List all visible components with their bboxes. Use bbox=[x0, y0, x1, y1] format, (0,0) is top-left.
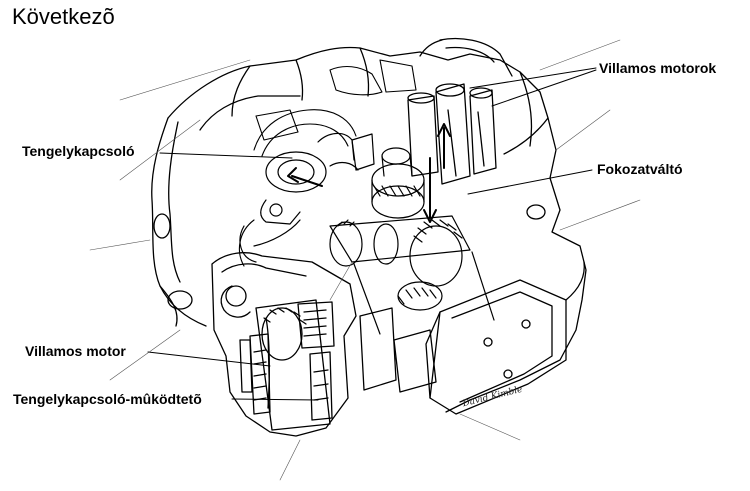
cable bbox=[238, 219, 255, 267]
label-electric-motor: Villamos motor bbox=[25, 343, 126, 359]
electric-motors-upper bbox=[407, 37, 513, 185]
label-gear-shifter: Fokozatváltó bbox=[597, 161, 683, 177]
clutch-actuator-housing bbox=[211, 252, 357, 437]
leader-lines bbox=[147, 67, 597, 401]
label-clutch: Tengelykapcsoló bbox=[22, 143, 135, 159]
construction-lines bbox=[89, 39, 641, 481]
leader-electric-motor bbox=[147, 351, 271, 367]
leader-clutch-actuator bbox=[231, 398, 319, 401]
gear-train bbox=[329, 215, 495, 335]
label-electric-motors: Villamos motorok bbox=[599, 60, 717, 76]
motion-arrows bbox=[287, 123, 451, 223]
page-title: Következõ bbox=[12, 4, 115, 29]
leader-electric-motors-2 bbox=[491, 69, 597, 107]
gear-shifter bbox=[329, 133, 425, 219]
bellhousing-openings bbox=[253, 59, 417, 157]
transmission-housing bbox=[151, 46, 587, 413]
clutch-mechanism bbox=[239, 132, 355, 263]
leader-clutch bbox=[159, 152, 293, 159]
output-housing bbox=[359, 261, 585, 415]
label-clutch-actuator: Tengelykapcsoló-mûködtetõ bbox=[13, 391, 202, 407]
leader-electric-motors-1 bbox=[469, 67, 597, 89]
leader-gear-shifter bbox=[467, 169, 593, 195]
